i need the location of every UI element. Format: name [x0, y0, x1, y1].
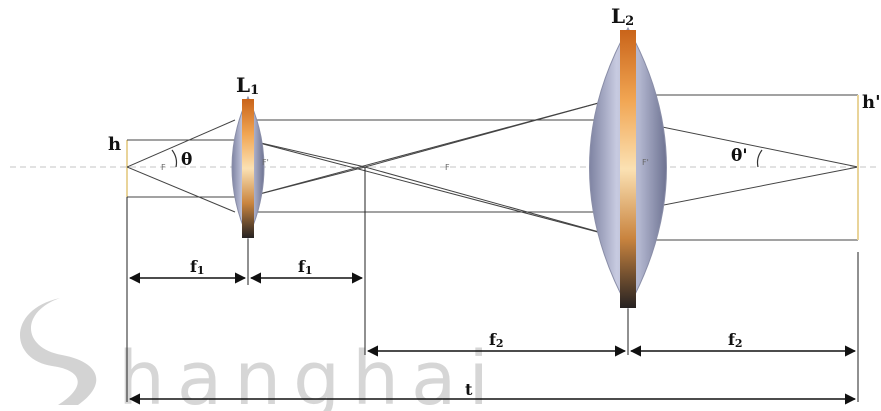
lens-l1 — [231, 95, 265, 240]
angle-arc-object — [171, 149, 178, 168]
reference-verticals — [126, 167, 859, 402]
label-theta-prime: θ' — [731, 146, 748, 166]
label-h-prime: h' — [862, 92, 881, 113]
dimension-arrows — [128, 272, 857, 405]
label-total-length: t — [465, 380, 473, 399]
focal-mark-4: F' — [642, 158, 649, 167]
lens-l2-label: L2 — [611, 4, 634, 29]
lens-l2-core — [620, 30, 636, 308]
label-f1-right: f1 — [298, 257, 313, 277]
lens-l2 — [589, 26, 667, 310]
angle-arc-image — [756, 149, 763, 168]
lens-l1-core — [242, 99, 254, 238]
label-f1-left: f1 — [190, 257, 205, 277]
focal-mark-3: F — [445, 163, 450, 172]
focal-mark-2: F' — [262, 158, 269, 167]
label-f2-left: f2 — [489, 330, 504, 350]
watermark-logo-s — [19, 298, 97, 405]
label-f2-right: f2 — [728, 330, 743, 350]
lens-l1-label: L1 — [236, 73, 259, 98]
focal-mark-1: F — [161, 163, 166, 172]
label-theta: θ — [181, 150, 192, 170]
ray-lines — [126, 94, 859, 241]
label-h: h — [108, 134, 121, 155]
